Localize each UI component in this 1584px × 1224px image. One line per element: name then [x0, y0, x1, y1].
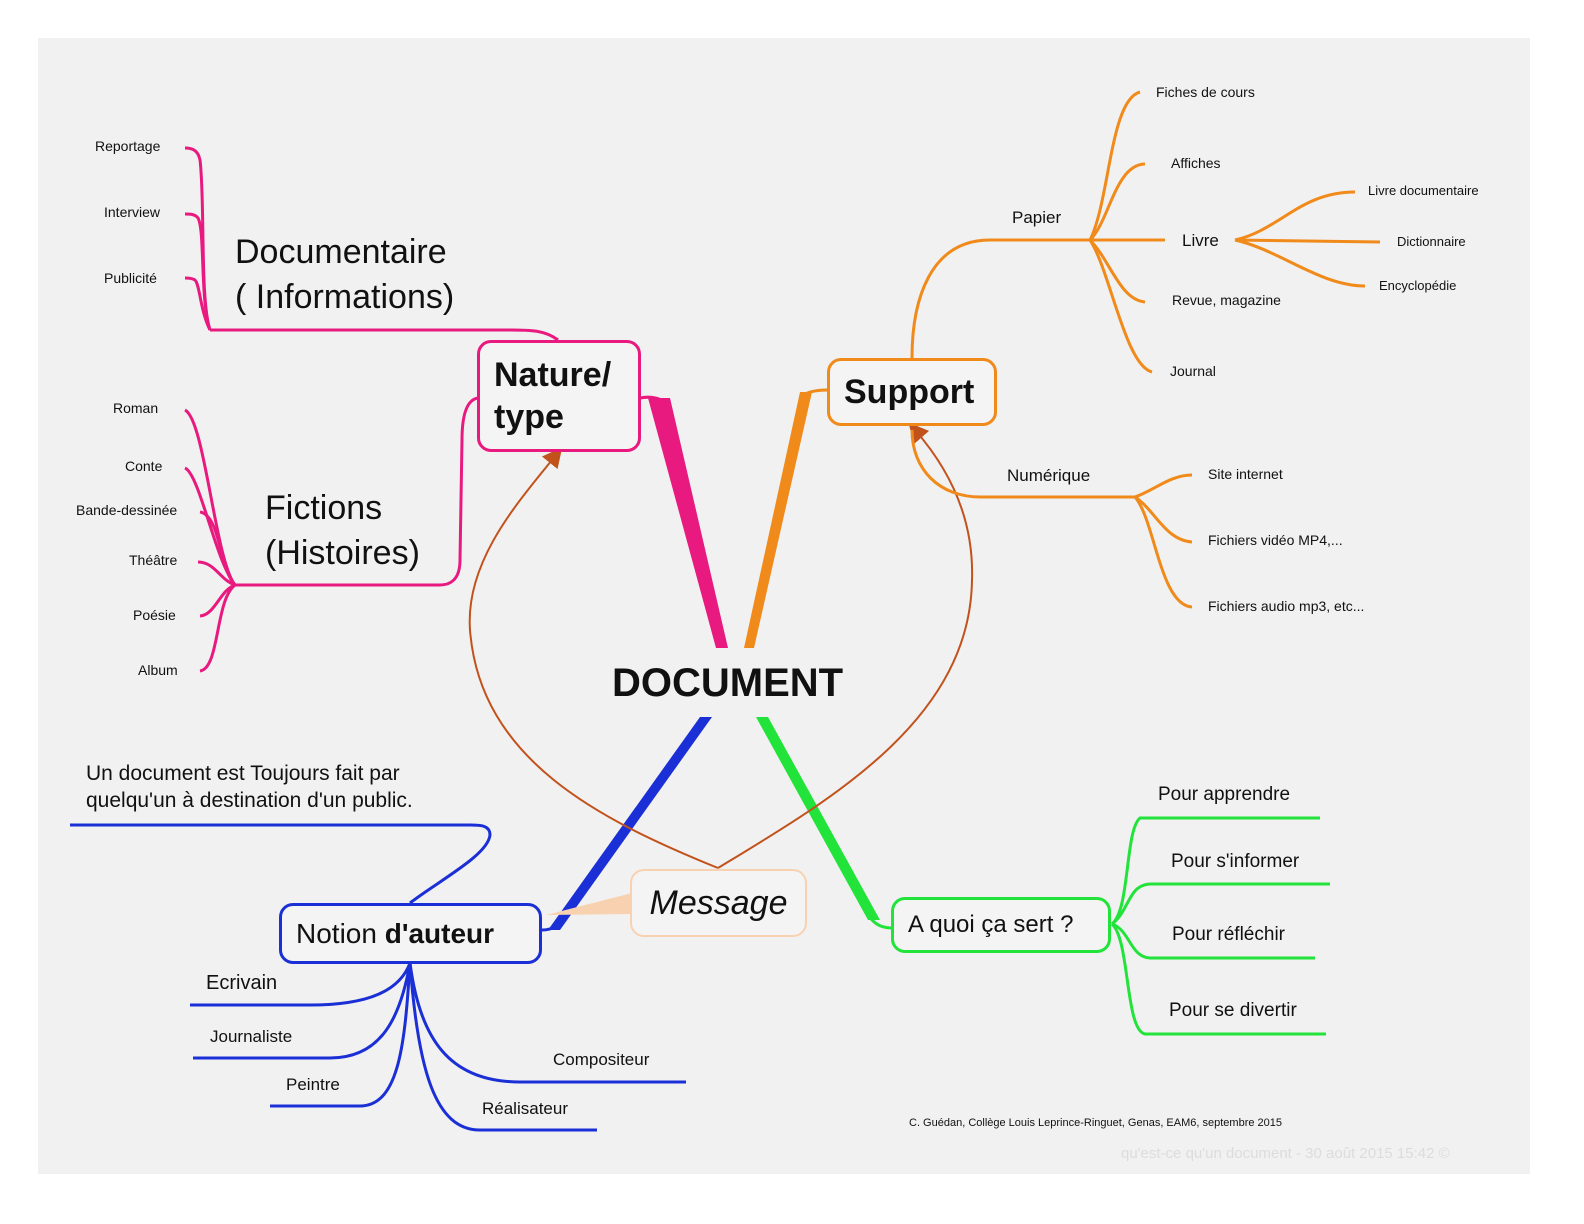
usage-item-apprendre: Pour apprendre	[1158, 784, 1291, 805]
fictions-item-poesie: Poésie	[133, 607, 176, 623]
numerique-item-audio: Fichiers audio mp3, etc...	[1208, 598, 1365, 614]
auteur-item-journaliste: Journaliste	[210, 1027, 293, 1046]
branch-nature-link	[639, 395, 669, 406]
message-node[interactable]: Message	[630, 869, 807, 937]
message-wedge	[546, 893, 632, 915]
branch-support	[744, 392, 812, 648]
papier-item-revue: Revue, magazine	[1172, 292, 1281, 308]
notion-auteur-node[interactable]: Notion d'auteur	[279, 903, 542, 964]
support-node[interactable]: Support	[827, 358, 997, 426]
auteur-item-peintre: Peintre	[286, 1075, 340, 1094]
branch-auteur-link	[541, 915, 568, 932]
usage-title: A quoi ça sert ?	[908, 911, 1074, 938]
support-numerique-label: Numérique	[1007, 466, 1091, 485]
branch-support-link	[798, 388, 829, 400]
nature-type-node[interactable]: Nature/ type	[477, 340, 641, 452]
livre-item-documentaire: Livre documentaire	[1368, 183, 1479, 198]
documentaire-item-publicite: Publicité	[104, 270, 157, 286]
support-papier-label: Papier	[1012, 208, 1062, 227]
usage-item-reflechir: Pour réfléchir	[1172, 924, 1285, 945]
branch-nature	[648, 398, 728, 648]
papier-item-livre: Livre	[1182, 231, 1219, 250]
usage-item-divertir: Pour se divertir	[1169, 1000, 1297, 1021]
fictions-item-conte: Conte	[125, 458, 163, 474]
arrow-to-support	[717, 422, 974, 869]
footer-credit: C. Guédan, Collège Louis Leprince-Ringue…	[909, 1117, 1282, 1129]
documentaire-label: Documentaire ( Informations)	[235, 230, 454, 320]
auteur-item-realisateur: Réalisateur	[482, 1099, 568, 1118]
message-label: Message	[649, 883, 788, 922]
branch-auteur	[548, 717, 712, 930]
auteur-note-line2: quelqu'un à destination d'un public.	[86, 789, 413, 813]
fictions-item-bd: Bande-dessinée	[76, 502, 178, 518]
papier-item-journal: Journal	[1170, 363, 1216, 379]
auteur-item-compositeur: Compositeur	[553, 1050, 650, 1069]
documentaire-item-interview: Interview	[104, 204, 161, 220]
nature-title-line2: type	[494, 398, 564, 436]
footer-stamp: qu'est-ce qu'un document - 30 août 2015 …	[1121, 1145, 1450, 1162]
fictions-item-theatre: Théâtre	[129, 552, 178, 568]
documentaire-line2: ( Informations)	[235, 277, 455, 316]
fictions-item-album: Album	[138, 662, 178, 678]
auteur-title-plain: Notion	[296, 917, 385, 949]
center-title: DOCUMENT	[612, 661, 844, 705]
papier-item-fiches: Fiches de cours	[1156, 84, 1255, 100]
papier-item-affiches: Affiches	[1171, 155, 1221, 171]
nature-title-line1: Nature/	[494, 355, 612, 394]
usage-node[interactable]: A quoi ça sert ?	[891, 897, 1111, 953]
numerique-item-site: Site internet	[1208, 466, 1283, 482]
branch-usage-link	[866, 914, 894, 930]
fictions-line2: (Histoires)	[265, 533, 420, 572]
branch-usage	[756, 717, 880, 920]
auteur-note: Un document est Toujours fait par quelqu…	[86, 760, 413, 815]
support-title: Support	[844, 372, 975, 411]
auteur-title-bold: d'auteur	[384, 917, 495, 949]
auteur-item-ecrivain: Ecrivain	[206, 972, 278, 994]
arrow-to-nature	[468, 447, 719, 869]
canvas-background	[38, 38, 1530, 1174]
fictions-item-roman: Roman	[113, 400, 159, 416]
usage-item-informer: Pour s'informer	[1171, 851, 1300, 872]
fictions-label: Fictions (Histoires)	[265, 486, 420, 576]
numerique-item-video: Fichiers vidéo MP4,...	[1208, 532, 1343, 548]
livre-item-dictionnaire: Dictionnaire	[1397, 234, 1466, 249]
documentaire-line1: Documentaire	[235, 233, 447, 271]
documentaire-item-reportage: Reportage	[95, 138, 161, 154]
livre-item-encyclopedie: Encyclopédie	[1379, 278, 1457, 293]
auteur-note-line1: Un document est Toujours fait par	[86, 762, 400, 785]
fictions-line1: Fictions	[265, 489, 383, 527]
